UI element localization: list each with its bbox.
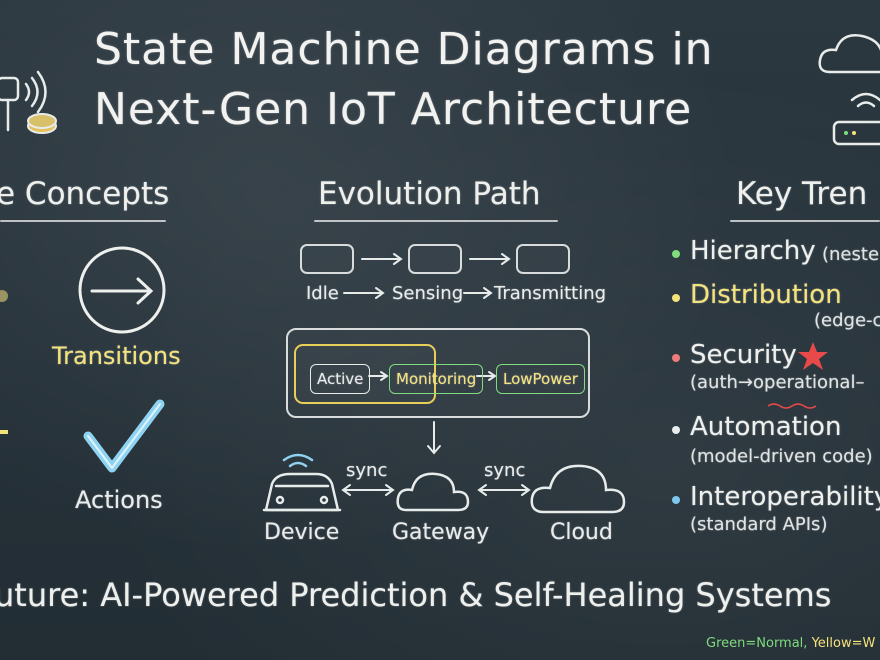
composite-active-region (294, 344, 436, 404)
node-label-cloud: Cloud (550, 520, 613, 545)
trend-detail: (model-driven code) (690, 446, 873, 467)
checkmark-icon (83, 399, 165, 473)
evolution-underline (314, 220, 558, 222)
gateway-cloud-icon (396, 472, 470, 512)
cloud-node-icon (530, 464, 626, 514)
squiggle-underline (767, 403, 817, 409)
state-label-transmitting: Transmitting (494, 283, 607, 304)
trend-name: Security (690, 340, 797, 370)
sync-label-1: sync (346, 460, 388, 481)
state-active: Active (310, 364, 371, 394)
device-car-icon (262, 453, 342, 512)
composite-state-frame (286, 328, 590, 418)
concepts-heading: e Concepts (0, 176, 170, 212)
router-icon (832, 92, 880, 146)
trends-underline (730, 220, 880, 222)
star-icon (798, 342, 828, 370)
title-line-1: State Machine Diagrams in (94, 24, 714, 75)
trend-detail: (neste (822, 244, 880, 265)
state-label-idle: Idle (306, 283, 339, 304)
trend-detail: (edge-c (814, 310, 880, 331)
state-monitoring: Monitoring (389, 364, 484, 394)
glow-mark (0, 430, 8, 434)
trend-name: Interoperability (690, 482, 880, 512)
sensor-icon (0, 70, 47, 132)
title-line-2: Next-Gen IoT Architecture (94, 84, 693, 135)
color-legend: Green=Normal, Yellow=W (706, 636, 875, 651)
evolution-heading: Evolution Path (318, 176, 541, 212)
trend-bullet (672, 250, 680, 258)
trend-name: Automation (690, 412, 842, 442)
legend-yellow: Yellow=W (811, 636, 876, 651)
trends-heading: Key Tren (736, 176, 868, 212)
state-box-idle (300, 244, 354, 274)
hub-device-icon (27, 113, 57, 134)
glow-dot (0, 290, 8, 302)
node-label-device: Device (264, 520, 340, 545)
sync-label-2: sync (484, 460, 526, 481)
trend-bullet (672, 426, 680, 434)
state-box-transmitting (516, 244, 570, 274)
state-box-sensing (408, 244, 462, 274)
trend-name: Hierarchy (690, 236, 816, 266)
concepts-underline (0, 220, 166, 222)
transitions-label: Transitions (52, 342, 181, 370)
trend-bullet (672, 294, 680, 302)
state-lowpower: LowPower (496, 364, 585, 394)
transition-arrow-icon (78, 246, 166, 334)
cloud-icon-top (818, 34, 880, 74)
trend-bullet (672, 496, 680, 504)
node-label-gateway: Gateway (392, 520, 490, 545)
trend-detail: (auth→operational– (690, 372, 865, 393)
legend-green: Green=Normal, (706, 636, 812, 651)
actions-label: Actions (75, 486, 163, 514)
state-label-sensing: Sensing (392, 283, 464, 304)
trend-name: Distribution (690, 280, 842, 310)
trend-detail: (standard APIs) (690, 514, 828, 535)
trend-bullet (672, 354, 680, 362)
footer-future-text: uture: AI-Powered Prediction & Self-Heal… (0, 576, 832, 614)
